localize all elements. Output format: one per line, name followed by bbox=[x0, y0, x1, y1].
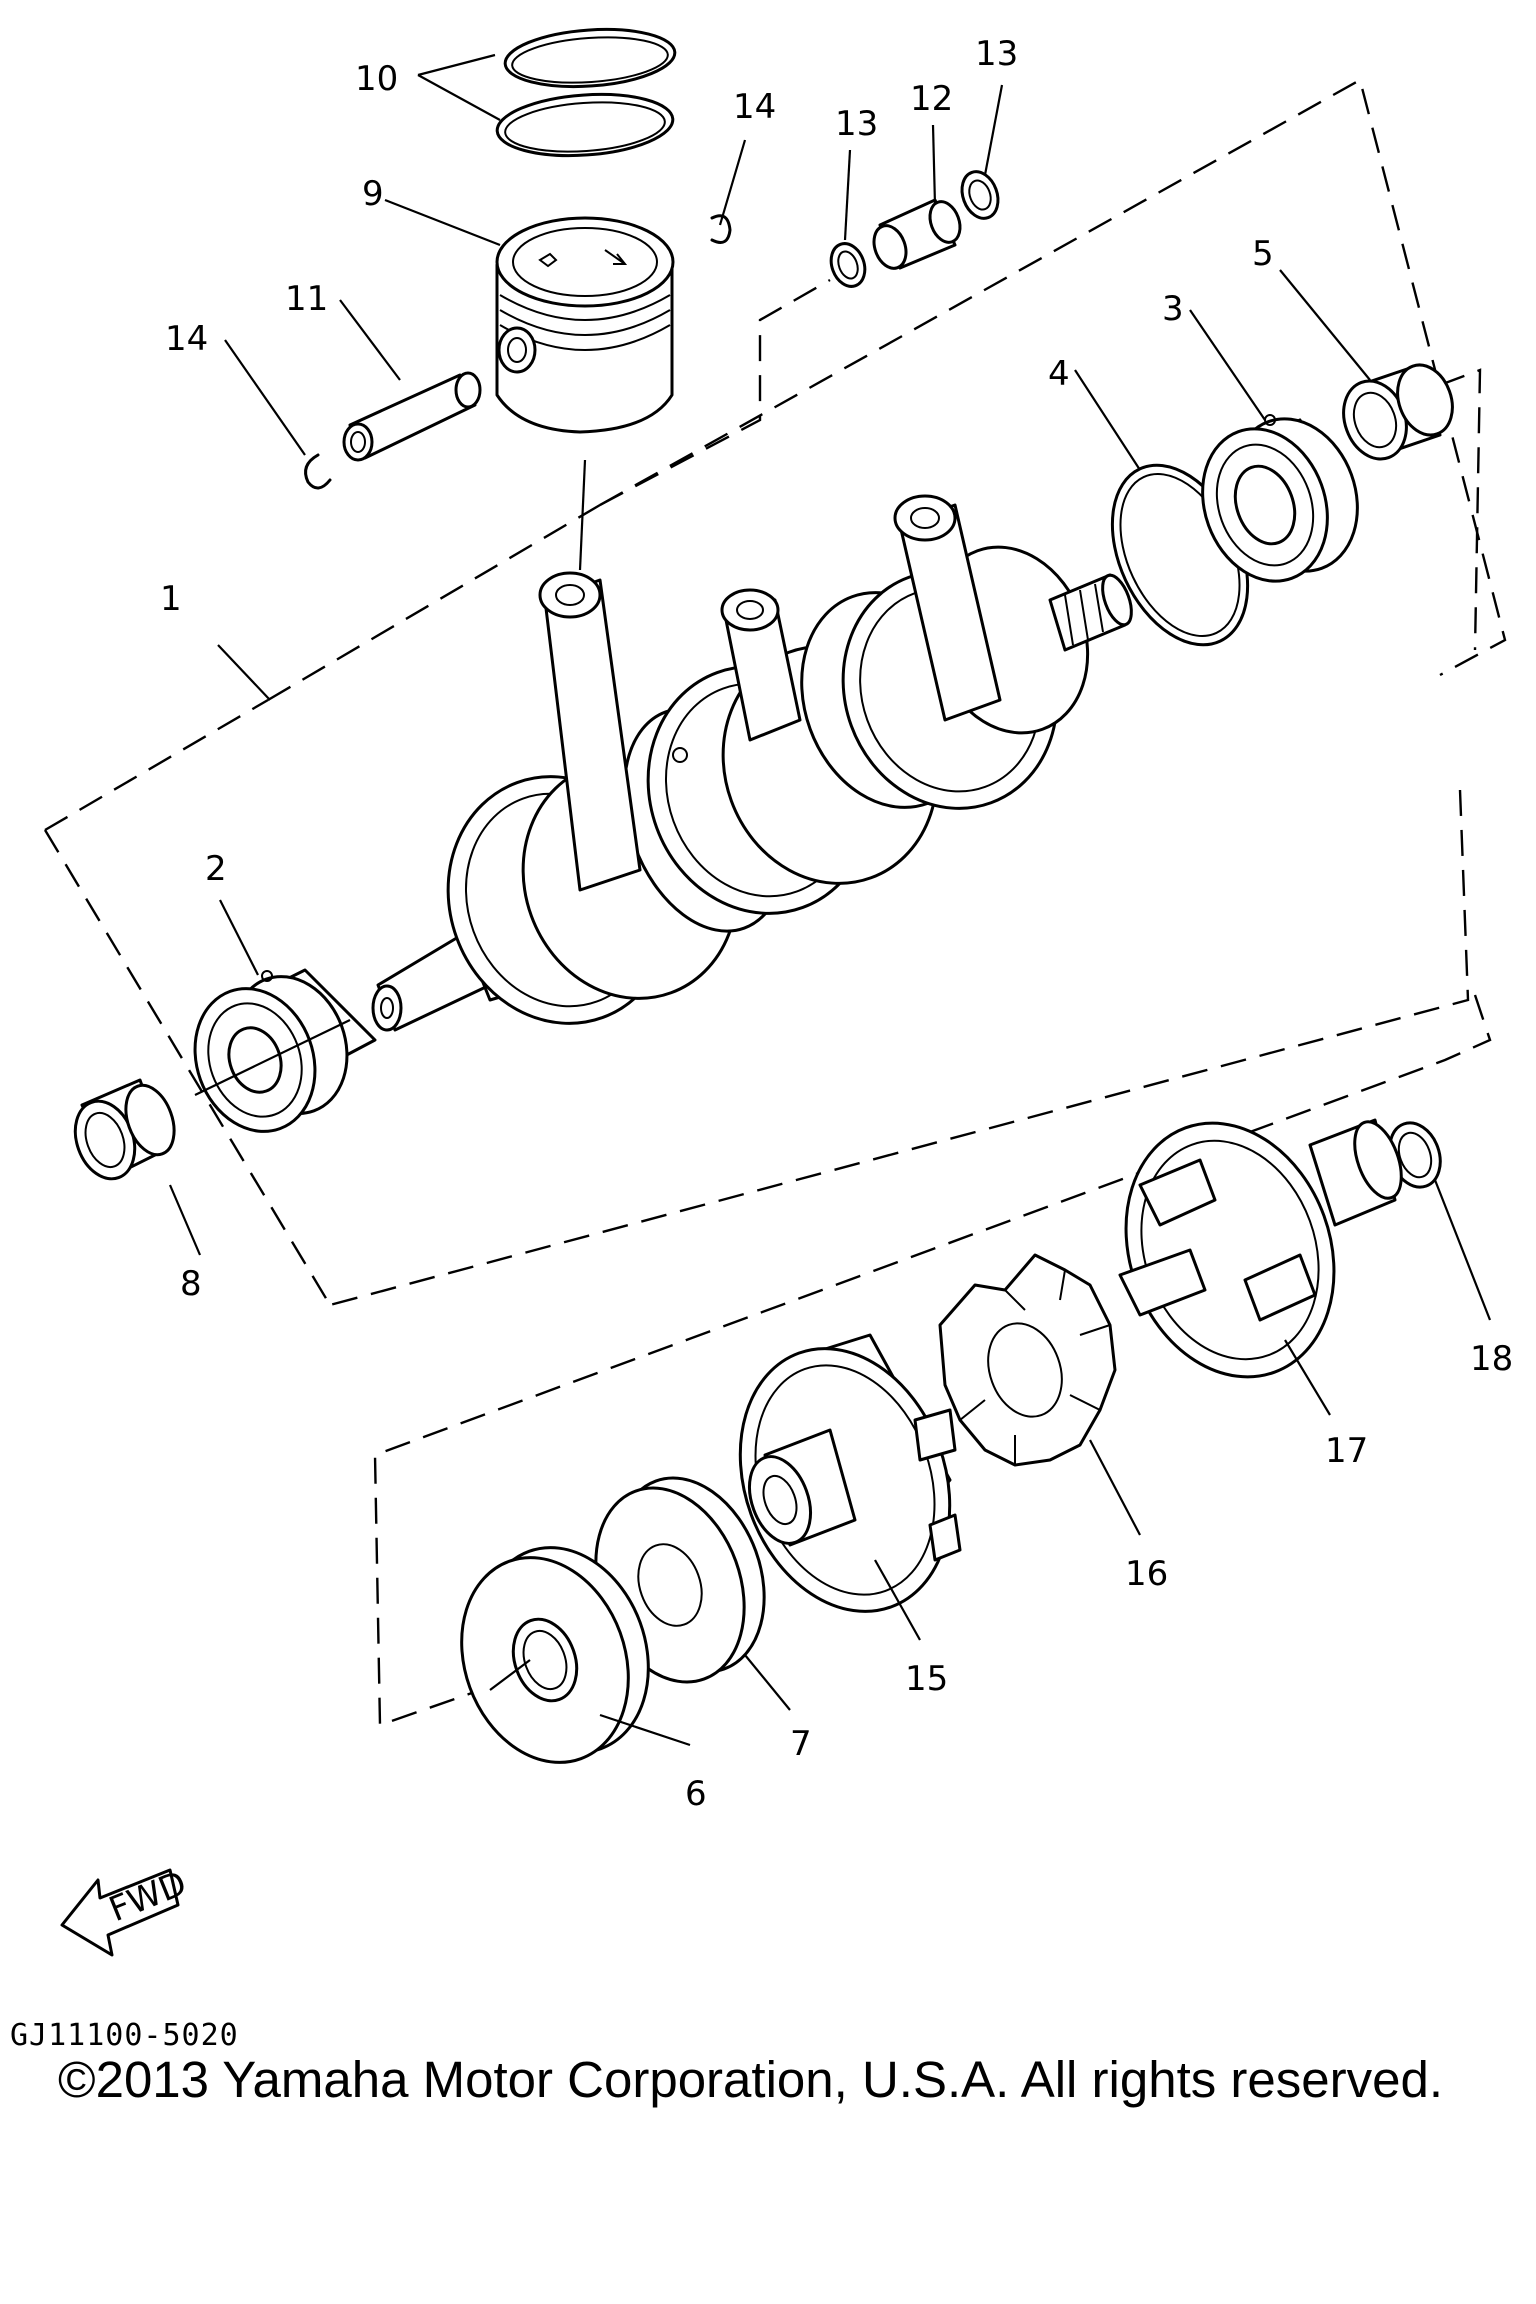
main-bearing-rear bbox=[1201, 414, 1359, 583]
fwd-arrow-icon: FWD bbox=[60, 1863, 193, 1957]
fwd-label: FWD bbox=[104, 1863, 193, 1930]
circlip-right bbox=[710, 214, 732, 244]
callout-10: 10 bbox=[355, 59, 398, 99]
seal-plate bbox=[460, 1546, 650, 1764]
callout-11: 11 bbox=[285, 279, 328, 319]
main-bearing-front bbox=[193, 968, 377, 1133]
leader-lines bbox=[168, 53, 1492, 1747]
circlip-left bbox=[304, 453, 332, 490]
spacer-washer bbox=[594, 1476, 766, 1684]
callout-16: 16 bbox=[1125, 1554, 1168, 1594]
crankshaft bbox=[371, 494, 1133, 1032]
collar bbox=[1342, 363, 1454, 461]
callout-18: 18 bbox=[1470, 1339, 1513, 1379]
rubber-damper bbox=[938, 1253, 1117, 1467]
callout-14-right: 14 bbox=[733, 87, 776, 127]
bearing-assembly-outline bbox=[1439, 368, 1482, 651]
drawing-code: GJ11100-5020 bbox=[10, 2018, 239, 2053]
callout-8: 8 bbox=[180, 1264, 202, 1304]
callout-6: 6 bbox=[685, 1774, 707, 1814]
crankshaft-assembly-outline-left bbox=[43, 829, 332, 1306]
callout-5: 5 bbox=[1252, 234, 1274, 274]
thrust-washer-inner bbox=[1397, 1131, 1433, 1179]
piston-pin bbox=[342, 371, 482, 462]
callout-9: 9 bbox=[362, 174, 384, 214]
pin-assembly-outline bbox=[599, 278, 831, 507]
callout-15: 15 bbox=[905, 1659, 948, 1699]
callout-13-left: 13 bbox=[835, 104, 878, 144]
washer-right bbox=[960, 170, 1000, 220]
piston-rings bbox=[495, 27, 677, 158]
washer-left bbox=[829, 242, 867, 288]
washer-right-inner bbox=[968, 179, 992, 211]
callout-17: 17 bbox=[1325, 1431, 1368, 1471]
callout-2: 2 bbox=[205, 849, 227, 889]
coupling-front bbox=[738, 1333, 962, 1613]
callout-1: 1 bbox=[160, 579, 182, 619]
callout-3: 3 bbox=[1162, 289, 1184, 329]
crankshaft-assembly-outline bbox=[44, 78, 1507, 1307]
callout-7: 7 bbox=[790, 1724, 812, 1764]
oil-seal bbox=[73, 1078, 176, 1181]
coupling-rear bbox=[1118, 1118, 1403, 1379]
washer-left-inner bbox=[837, 250, 859, 280]
callout-12: 12 bbox=[910, 79, 953, 119]
callout-13-right: 13 bbox=[975, 34, 1018, 74]
callout-14-left: 14 bbox=[165, 319, 208, 359]
callout-4: 4 bbox=[1048, 354, 1070, 394]
small-end-bearing bbox=[872, 198, 962, 270]
crankshaft-assembly-outline-inner bbox=[267, 503, 601, 702]
piston bbox=[495, 216, 675, 434]
copyright-notice: ©2013 Yamaha Motor Corporation, U.S.A. A… bbox=[58, 2051, 1444, 2108]
